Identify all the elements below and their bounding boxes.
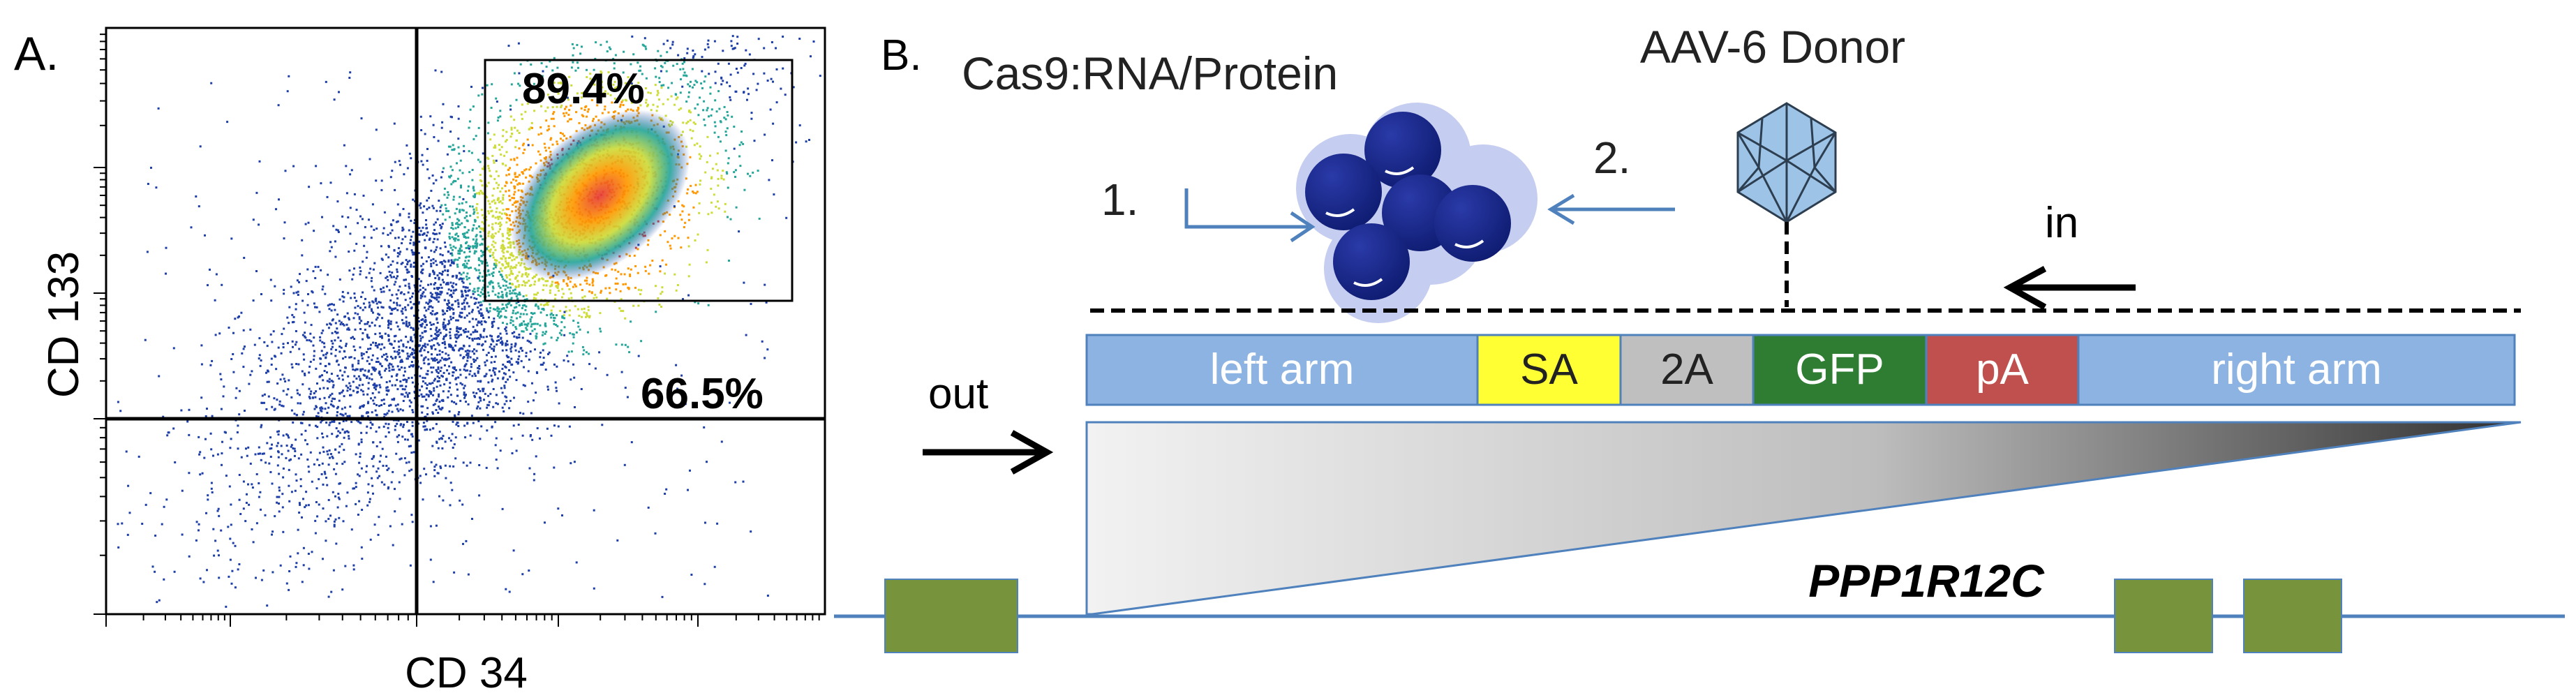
cassette-label-2a: 2A — [1660, 345, 1713, 394]
primer-in-arrow-icon — [2003, 266, 2136, 310]
cassette-label-gfp: GFP — [1795, 345, 1884, 394]
primer-out-label: out — [928, 370, 988, 418]
cassette-label-sa: SA — [1520, 345, 1578, 394]
panel-b-label: B. — [881, 31, 922, 80]
density-hotspot — [510, 110, 690, 281]
donor-cassette: left arm SA 2A GFP pA right arm — [1085, 334, 2516, 406]
primer-out-arrow-icon — [923, 430, 1054, 475]
gate-percent: 89.4% — [522, 65, 645, 113]
step-1-arrow-icon — [1184, 188, 1316, 243]
cassette-segment-pa — [1925, 334, 2080, 406]
x-axis-ticks — [105, 614, 820, 627]
panel-a-label: A. — [14, 27, 59, 80]
y-axis-label: CD 133 — [40, 251, 88, 398]
cassette-segment-gfp — [1752, 334, 1928, 406]
primer-in-label: in — [2045, 199, 2078, 247]
cassette-label-right-arm: right arm — [2211, 345, 2382, 394]
quadrant-percent: 66.5% — [641, 370, 764, 418]
step-2-arrow-icon — [1547, 193, 1675, 225]
cassette-label-left-arm: left arm — [1210, 345, 1355, 394]
step-1-label: 1. — [1101, 174, 1138, 225]
y-axis-ticks — [94, 33, 106, 615]
exon-box-2 — [2114, 579, 2213, 653]
cassette-segment-right-arm — [2077, 334, 2516, 406]
step-2-label: 2. — [1593, 133, 1630, 183]
cas9-rnp-cluster-icon — [1296, 103, 1538, 323]
gene-name: PPP1R12C — [1808, 555, 2045, 606]
gate-box — [484, 59, 794, 302]
exon-box-1 — [884, 579, 1018, 653]
scatter-points — [117, 35, 821, 608]
cassette-label-pa: pA — [1976, 345, 2029, 394]
panel-a: A. 89.4% 66.5% CD 34 CD 133 — [14, 27, 826, 697]
x-axis-label: CD 34 — [405, 649, 528, 697]
exon-box-3 — [2243, 579, 2342, 653]
cassette-segment-2a — [1619, 334, 1755, 406]
cassette-segment-left-arm — [1085, 334, 1479, 406]
aav-capsid-icon — [1736, 102, 1837, 225]
cas9-label: Cas9:RNA/Protein — [962, 47, 1338, 99]
plot-frame — [105, 27, 826, 616]
panel-b: B. Cas9:RNA/Protein AAV-6 Donor 1. — [834, 21, 2565, 653]
donor-label: AAV-6 Donor — [1640, 21, 1905, 73]
integration-wedge — [1085, 421, 2522, 616]
